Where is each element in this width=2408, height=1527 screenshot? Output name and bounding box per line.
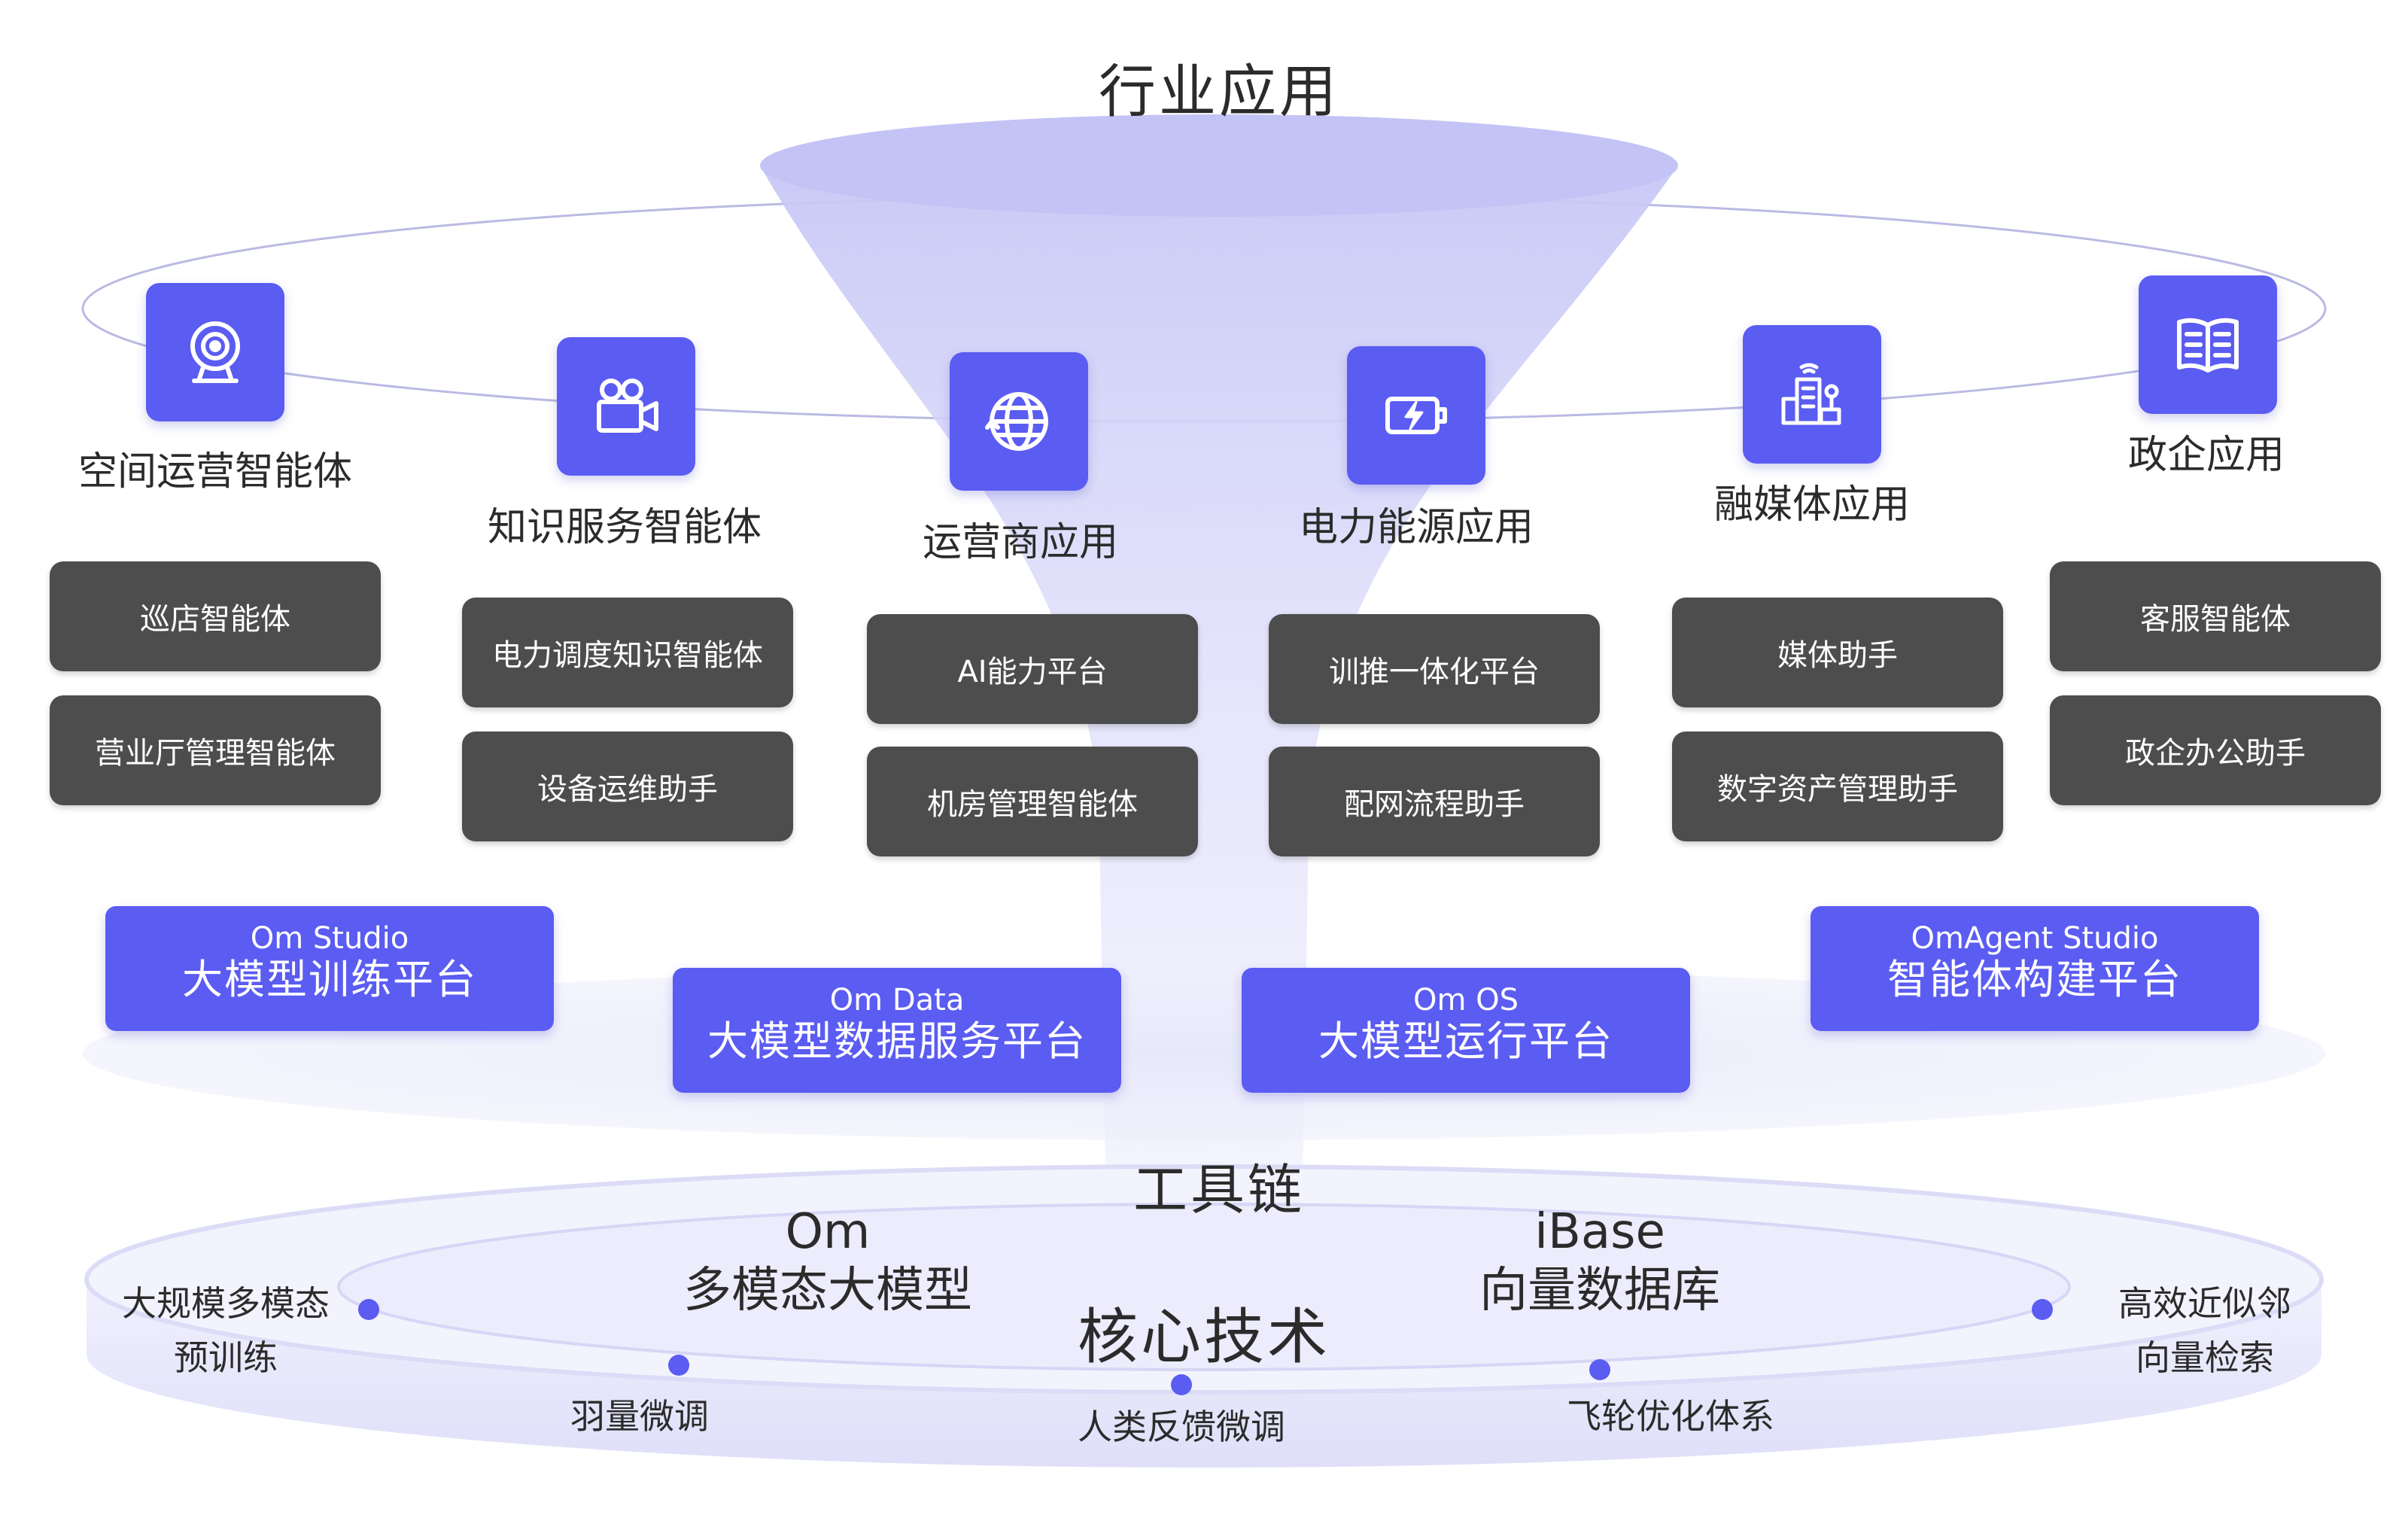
category-icon-box-2 (557, 337, 695, 476)
app-button-distribution[interactable]: 配网流程助手 (1269, 747, 1600, 856)
core-dot-2 (668, 1355, 689, 1376)
category-icon-box-3 (950, 352, 1088, 491)
core-item-lightweight-finetune: 羽量微调 (519, 1389, 760, 1443)
core-dot-5 (2032, 1299, 2053, 1320)
core-item-line: 向量检索 (2136, 1337, 2274, 1378)
app-button-ai-platform[interactable]: AI能力平台 (867, 614, 1198, 724)
core-item-line: 高效近似邻 (2118, 1283, 2291, 1324)
category-label-5: 融媒体应用 (1713, 482, 1910, 528)
category-label-3: 运营商应用 (922, 520, 1118, 565)
battery-bolt-icon (1385, 397, 1447, 434)
core-item-line: 人类反馈微调 (1078, 1407, 1285, 1447)
core-dot-4 (1589, 1359, 1610, 1380)
tool-sub-label: Om Studio (250, 921, 409, 956)
app-button-datacenter[interactable]: 机房管理智能体 (867, 747, 1198, 856)
category-label-1: 空间运营智能体 (78, 449, 352, 494)
tool-om-os[interactable]: Om OS 大模型运行平台 (1242, 968, 1690, 1093)
core-om-title: 多模态大模型 (683, 1263, 972, 1319)
category-label-6: 政企应用 (2127, 433, 2285, 478)
core-dot-3 (1171, 1374, 1192, 1395)
tool-omagent-studio[interactable]: OmAgent Studio 智能体构建平台 (1811, 906, 2259, 1031)
core-item-vector-search: 高效近似邻 向量检索 (2062, 1276, 2348, 1385)
tool-om-data[interactable]: Om Data 大模型数据服务平台 (673, 968, 1121, 1093)
category-icon-box-1 (146, 283, 284, 421)
core-ibase-title: 向量数据库 (1479, 1263, 1720, 1319)
core-tech-title: 核心技术 (1078, 1302, 1330, 1372)
core-dot-1 (358, 1299, 379, 1320)
core-item-rlhf: 人类反馈微调 (1031, 1400, 1332, 1454)
category-icon-box-5 (1743, 325, 1881, 464)
category-label-4: 电力能源应用 (1298, 505, 1534, 550)
toolchain-title: 工具链 (1133, 1158, 1305, 1221)
core-ibase-name: iBase (1534, 1204, 1665, 1260)
toolchain-plate (83, 967, 2325, 1140)
video-camera-icon (597, 379, 658, 433)
core-item-line: 预训练 (174, 1337, 278, 1378)
core-ring-outer (87, 1279, 2321, 1468)
tool-om-studio[interactable]: Om Studio 大模型训练平台 (105, 906, 554, 1031)
tool-sub-label: OmAgent Studio (1911, 921, 2159, 956)
app-button-hall-management[interactable]: 营业厅管理智能体 (50, 695, 381, 805)
category-icon-box-4 (1347, 346, 1485, 485)
app-button-power-dispatch[interactable]: 电力调度知识智能体 (462, 598, 793, 707)
core-item-line: 大规模多模态 (122, 1283, 330, 1324)
category-icon-box-6 (2139, 275, 2277, 414)
app-button-office-assistant[interactable]: 政企办公助手 (2050, 695, 2381, 805)
tool-main-label: 大模型训练平台 (182, 956, 477, 1003)
app-button-shop-patrol[interactable]: 巡店智能体 (50, 561, 381, 671)
core-om-name: Om (785, 1204, 871, 1260)
webcam-icon (190, 321, 240, 383)
tool-sub-label: Om OS (1412, 983, 1519, 1017)
core-item-flywheel: 飞轮优化体系 (1535, 1389, 1806, 1443)
funnel-top (760, 114, 1678, 217)
app-button-train-infer[interactable]: 训推一体化平台 (1269, 614, 1600, 724)
book-icon (2177, 318, 2239, 373)
app-button-media-assistant[interactable]: 媒体助手 (1672, 598, 2003, 707)
core-item-pretraining: 大规模多模态 预训练 (83, 1276, 369, 1385)
smart-city-icon (1781, 363, 1841, 425)
core-ring-inner (337, 1203, 2071, 1371)
tool-main-label: 智能体构建平台 (1887, 956, 2182, 1003)
app-button-digital-assets[interactable]: 数字资产管理助手 (1672, 732, 2003, 841)
category-label-2: 知识服务智能体 (487, 505, 762, 550)
app-button-device-ops[interactable]: 设备运维助手 (462, 732, 793, 841)
core-item-line: 飞轮优化体系 (1567, 1396, 1774, 1437)
core-item-line: 羽量微调 (570, 1396, 709, 1437)
app-button-customer-service[interactable]: 客服智能体 (2050, 561, 2381, 671)
globe-refresh-icon (985, 392, 1048, 451)
page-title: 行业应用 (1099, 58, 1339, 125)
tool-main-label: 大模型运行平台 (1318, 1017, 1613, 1065)
tool-main-label: 大模型数据服务平台 (707, 1017, 1087, 1065)
tool-sub-label: Om Data (829, 983, 965, 1017)
